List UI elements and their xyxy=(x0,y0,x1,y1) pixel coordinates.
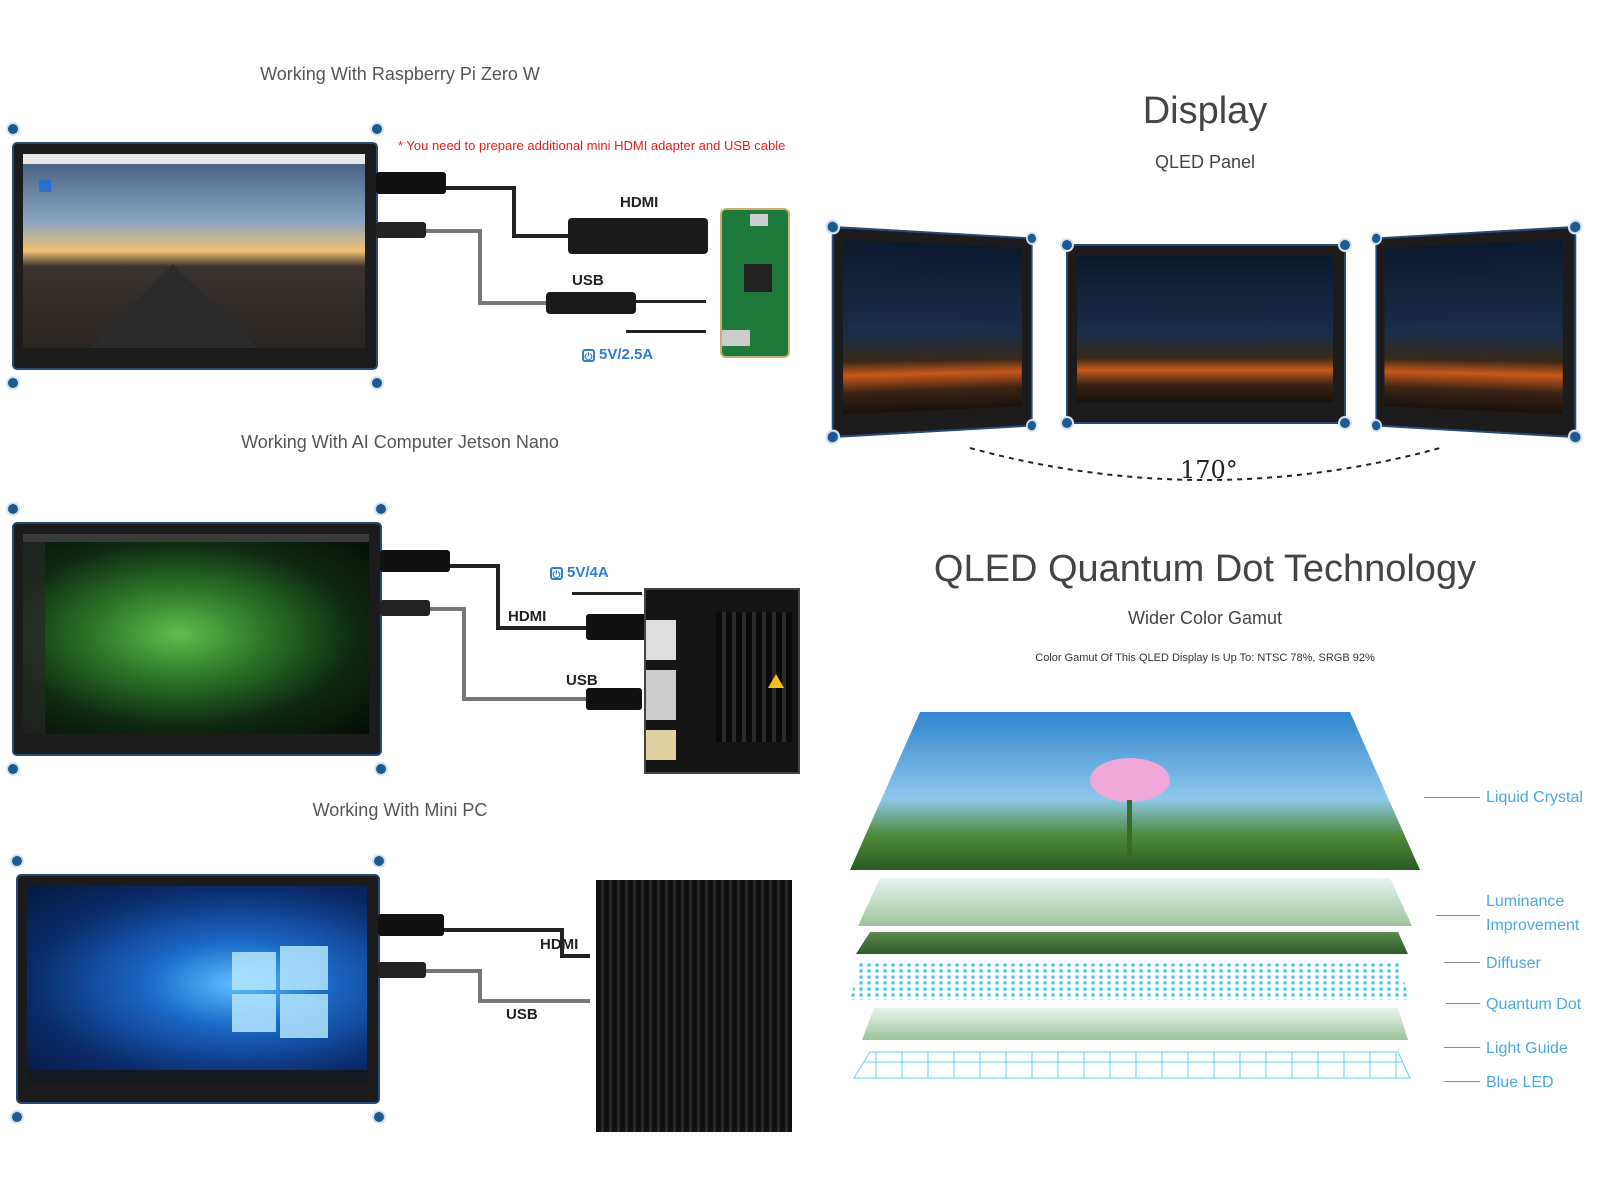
mount-hole xyxy=(372,1110,386,1124)
minipc-usb-label: USB xyxy=(506,1006,538,1023)
blue-led-layer xyxy=(853,1051,1411,1079)
display-title: Display xyxy=(1142,90,1268,132)
layer-label-improvement: Improvement xyxy=(1486,917,1580,934)
mount-hole xyxy=(1567,219,1583,235)
diffuser-layer xyxy=(856,932,1408,954)
mount-hole xyxy=(10,1110,24,1124)
jetson-display xyxy=(6,502,388,776)
hdmi-connector xyxy=(376,172,446,194)
pi-section-title: Working With Raspberry Pi Zero W xyxy=(260,64,540,84)
layer-label-luminance: Luminance xyxy=(1486,893,1565,910)
campfire-screen xyxy=(1384,239,1563,415)
jetson-nano-board xyxy=(644,588,800,774)
mount-hole xyxy=(1026,231,1038,246)
windows-logo-icon xyxy=(232,946,328,1038)
mount-hole xyxy=(374,762,388,776)
mount-hole xyxy=(370,376,384,390)
light-guide-layer xyxy=(862,1008,1408,1040)
pi-hdmi-label: HDMI xyxy=(620,194,659,211)
mount-hole xyxy=(6,762,20,776)
mount-hole xyxy=(6,376,20,390)
hdmi-adapter xyxy=(568,218,708,254)
campfire-screen xyxy=(843,239,1022,415)
mount-hole xyxy=(10,854,24,868)
viewing-angle-value: 170° xyxy=(1180,456,1238,484)
layer-label-diffuser: Diffuser xyxy=(1486,955,1541,972)
pi-power-value: 5V/2.5A xyxy=(599,346,654,363)
usb-connector xyxy=(376,222,426,238)
mount-hole xyxy=(1060,416,1074,430)
color-gamut-note: Color Gamut Of This QLED Display Is Up T… xyxy=(1035,652,1375,664)
mount-hole xyxy=(374,502,388,516)
raspberry-pi-zero-board xyxy=(720,208,790,358)
campfire-screen xyxy=(1077,256,1333,402)
mount-hole xyxy=(825,219,841,235)
windows-desktop-screen xyxy=(27,886,367,1082)
hdmi-connector xyxy=(378,914,444,936)
jetson-usb-label: USB xyxy=(566,672,598,689)
mount-hole xyxy=(1026,418,1038,433)
mount-hole xyxy=(1338,416,1352,430)
usb-plug xyxy=(586,688,642,710)
pi-display xyxy=(6,122,384,390)
mount-hole xyxy=(6,122,20,136)
layer-label-light-guide: Light Guide xyxy=(1486,1040,1568,1057)
mini-pc-box xyxy=(596,880,792,1132)
mount-hole xyxy=(370,122,384,136)
mount-hole xyxy=(1370,231,1382,246)
angled-display-center xyxy=(1060,238,1352,430)
layer-label-blue-led: Blue LED xyxy=(1486,1074,1554,1091)
minipc-section-title: Working With Mini PC xyxy=(312,800,488,820)
pi-power-label: ⏻ 5V/2.5A xyxy=(582,346,653,363)
angled-display-right xyxy=(1370,219,1583,445)
jetson-section-title: Working With AI Computer Jetson Nano xyxy=(241,432,559,452)
luminance-layer xyxy=(858,878,1412,926)
jetson-power-label: ⏻ 5V/4A xyxy=(550,564,609,581)
minipc-hdmi-label: HDMI xyxy=(540,936,579,953)
usb-otg-adapter xyxy=(546,292,636,314)
mount-hole xyxy=(372,854,386,868)
jetson-desktop-screen xyxy=(23,534,369,734)
mount-hole xyxy=(1060,238,1074,252)
hdmi-connector xyxy=(380,550,450,572)
display-subtitle: QLED Panel xyxy=(1154,152,1256,172)
mount-hole xyxy=(825,429,841,445)
qled-title: QLED Quantum Dot Technology xyxy=(933,548,1477,590)
power-icon: ⏻ xyxy=(550,567,563,581)
qled-subtitle: Wider Color Gamut xyxy=(1127,608,1283,628)
power-icon: ⏻ xyxy=(582,349,595,363)
mount-hole xyxy=(1370,418,1382,433)
mount-hole xyxy=(6,502,20,516)
pi-desktop-screen xyxy=(23,154,365,348)
qled-layer-stack xyxy=(850,712,1420,1079)
mount-hole xyxy=(1567,429,1583,445)
quantum-dot-layer xyxy=(850,962,1410,1000)
jetson-hdmi-label: HDMI xyxy=(508,608,547,625)
pi-adapter-note: * You need to prepare additional mini HD… xyxy=(398,138,786,153)
hdmi-plug xyxy=(586,614,646,640)
mount-hole xyxy=(1338,238,1352,252)
usb-connector xyxy=(378,962,426,978)
minipc-display xyxy=(10,854,386,1124)
layer-label-quantum-dot: Quantum Dot xyxy=(1486,996,1582,1013)
layer-label-liquid-crystal: Liquid Crystal xyxy=(1486,789,1583,806)
angled-display-left xyxy=(825,219,1038,445)
jetson-power-value: 5V/4A xyxy=(567,564,609,581)
usb-connector xyxy=(380,600,430,616)
pi-usb-label: USB xyxy=(572,272,604,289)
